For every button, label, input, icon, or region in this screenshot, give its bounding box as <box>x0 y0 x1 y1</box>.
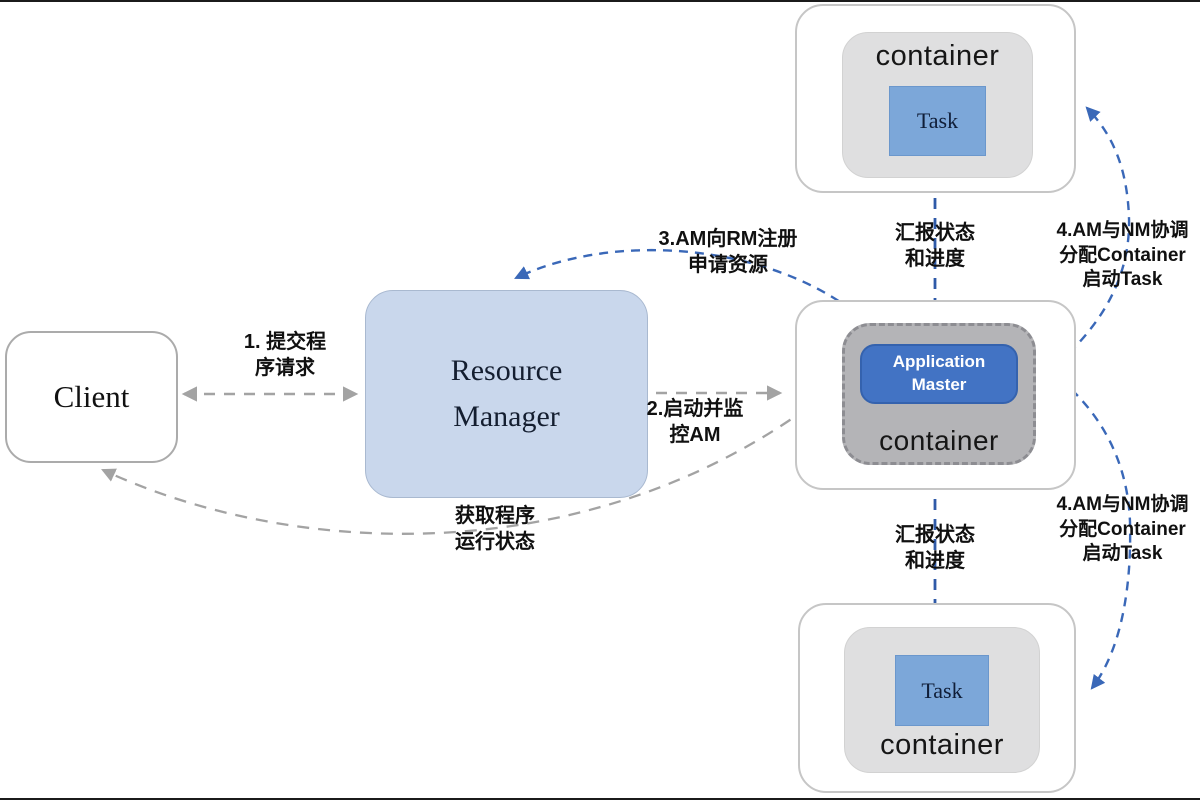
resource-manager-node: Resource Manager <box>365 290 648 498</box>
edge-label-launch-monitor-am: 2.启动并监 控AM <box>646 398 744 446</box>
client-label: Client <box>53 379 130 414</box>
bottom-container-outer: Task container <box>798 603 1076 793</box>
resource-manager-label: Resource Manager <box>450 353 563 434</box>
bottom-container-box: Task container <box>844 627 1040 773</box>
top-container-box: container Task <box>842 32 1033 178</box>
edge-label-register-apply: 3.AM向RM注册 申请资源 <box>658 228 798 276</box>
top-container-outer: container Task <box>795 4 1076 193</box>
edge-label-coordinate-nm-bottom: 4.AM与NM协调 分配Container 启动Task <box>1056 494 1189 565</box>
top-container-label: container <box>875 40 1000 72</box>
edge-label-coordinate-nm-top: 4.AM与NM协调 分配Container 启动Task <box>1056 220 1189 291</box>
frame-border-bottom <box>0 798 1200 800</box>
edge-label-get-program-status: 获取程序 运行状态 <box>455 505 535 553</box>
top-task-node: Task <box>889 85 986 156</box>
am-container-label: container <box>879 425 999 456</box>
edge-label-report-status-top: 汇报状态 和进度 <box>895 222 975 270</box>
edge-label-submit-request: 1. 提交程 序请求 <box>243 331 327 379</box>
client-node: Client <box>5 331 178 463</box>
bottom-task-node: Task <box>895 655 989 726</box>
application-master-node: Application Master <box>860 344 1018 404</box>
am-container-outer: Application Master container <box>795 300 1076 490</box>
application-master-label: Application Master <box>892 352 986 394</box>
bottom-container-label: container <box>880 729 1004 761</box>
frame-border-top <box>0 0 1200 2</box>
edge-label-report-status-bottom: 汇报状态 和进度 <box>895 524 975 572</box>
am-container-box: Application Master container <box>842 323 1036 465</box>
